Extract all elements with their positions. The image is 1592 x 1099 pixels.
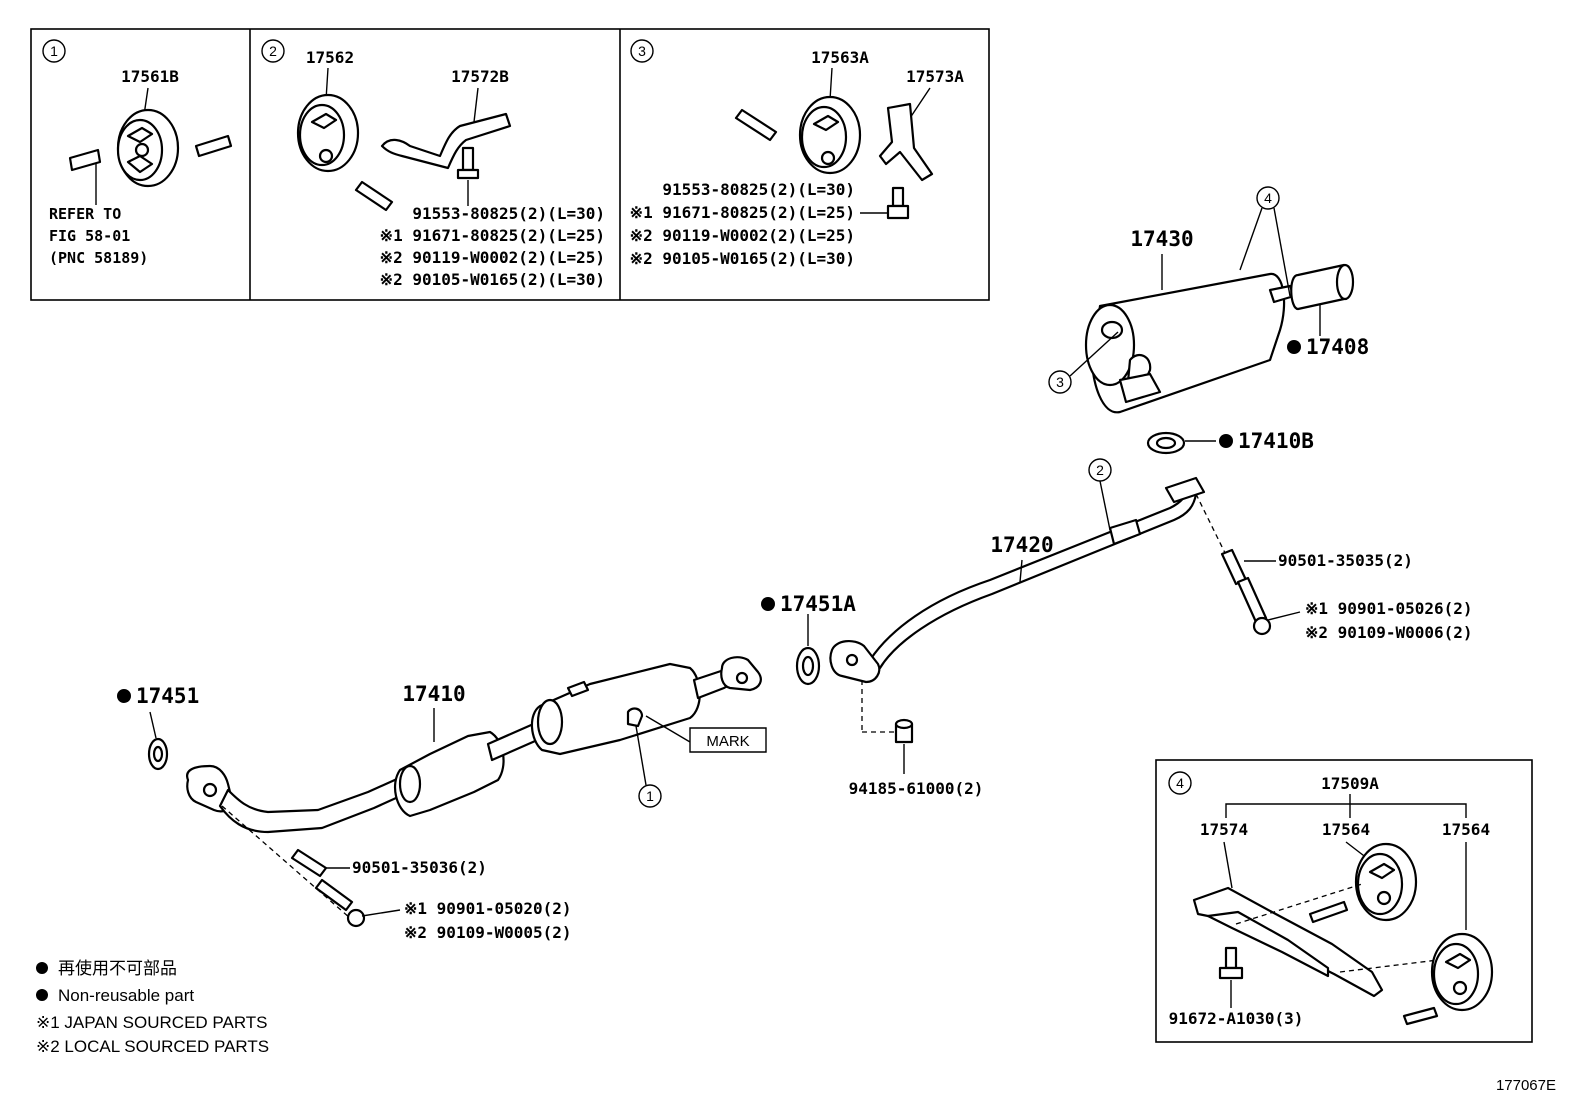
nut-94185-61000 (894, 718, 914, 744)
part-label-91672-a1030: 91672-A1030(3) (1169, 1009, 1304, 1028)
part-label-17408: 17408 (1306, 335, 1369, 359)
refer-line-1: REFER TO (49, 205, 121, 223)
hanger-rods (68, 134, 233, 172)
callout-3: 3 (1056, 374, 1064, 390)
rubber-hanger-17564-b (1430, 932, 1494, 1012)
bracket-17572b (380, 112, 512, 170)
figure-id: 177067E (1496, 1077, 1556, 1094)
part-label-90109-w0006: ※2 90109-W0006(2) (1305, 623, 1473, 642)
panel-3: 3 17563A 17573A 91553-80825(2)(L=30) ※1 … (630, 39, 964, 268)
part-label-90901-05020: ※1 90901-05020(2) (404, 899, 572, 918)
bolt-list-panel-3-line-2: ※1 91671-80825(2)(L=25) (630, 203, 855, 222)
part-label-17574: 17574 (1200, 820, 1248, 839)
legend-dot-jp (36, 962, 48, 974)
non-reusable-dot-17451a (761, 597, 775, 611)
panel-1-number: 1 (50, 43, 58, 59)
rubber-hanger-17562 (296, 93, 360, 173)
spring-90501-35035 (1220, 548, 1248, 586)
panel-4-number: 4 (1176, 775, 1184, 791)
gasket-17410b (1146, 431, 1186, 455)
hanger-rod-panel-3 (734, 108, 778, 142)
center-pipe-17420 (829, 476, 1206, 684)
part-label-17564-a: 17564 (1322, 820, 1370, 839)
hanger-rod-panel-2 (354, 180, 394, 212)
part-label-17420: 17420 (990, 533, 1053, 557)
bolt-list-panel-3-line-4: ※2 90105-W0165(2)(L=30) (630, 249, 855, 268)
panel-2-number: 2 (269, 43, 277, 59)
part-label-17564-b: 17564 (1442, 820, 1490, 839)
bolt-list-panel-2-line-3: ※2 90119-W0002(2)(L=25) (380, 248, 605, 267)
bolt-91672-a1030 (1218, 946, 1244, 980)
bolt-list-panel-2-line-1: 91553-80825(2)(L=30) (412, 204, 605, 223)
panel-1: 1 17561B REFER TO FIG 58-01 (PNC 58189) (42, 39, 233, 267)
mark-label: MARK (706, 733, 749, 750)
legend-japan-sourced: ※1 JAPAN SOURCED PARTS (36, 1013, 268, 1032)
legend: 再使用不可部品 Non-reusable part ※1 JAPAN SOURC… (36, 958, 269, 1056)
legend-non-reusable-jp: 再使用不可部品 (58, 958, 177, 978)
bolt-list-panel-3-line-3: ※2 90119-W0002(2)(L=25) (630, 226, 855, 245)
refer-line-2: FIG 58-01 (49, 227, 130, 245)
panel-4-frame (1155, 759, 1533, 1043)
bolt-90901-05020 (314, 878, 366, 928)
part-label-94185-61000: 94185-61000(2) (849, 779, 984, 798)
non-reusable-dot-17408 (1287, 340, 1301, 354)
bolt-panel-2 (456, 146, 480, 180)
part-label-17572b: 17572B (451, 67, 509, 86)
part-label-17561b: 17561B (121, 67, 179, 86)
refer-line-3: (PNC 58189) (49, 249, 148, 267)
callout-2: 2 (1096, 462, 1104, 478)
bolt-list-panel-2-line-2: ※1 91671-80825(2)(L=25) (380, 226, 605, 245)
rubber-hanger-17564-a (1354, 842, 1418, 922)
detail-box-frame (30, 28, 990, 301)
bracket-17573a (878, 102, 934, 182)
part-label-17573a: 17573A (906, 67, 964, 86)
legend-non-reusable-en: Non-reusable part (58, 986, 194, 1005)
detail-panels (30, 28, 990, 301)
part-label-90109-w0005: ※2 90109-W0005(2) (404, 923, 572, 942)
bolt-list-panel-2-line-4: ※2 90105-W0165(2)(L=30) (380, 270, 605, 289)
part-label-17410b: 17410B (1238, 429, 1314, 453)
part-label-17451a: 17451A (780, 592, 856, 616)
bracket-17574 (1192, 886, 1384, 998)
part-label-17410: 17410 (402, 682, 465, 706)
callout-4: 4 (1264, 190, 1272, 206)
panel-3-number: 3 (638, 43, 646, 59)
part-label-90501-35035: 90501-35035(2) (1278, 551, 1413, 570)
panel-2: 2 17562 17572B 91553-80825(2)(L=30) ※1 9… (261, 39, 605, 289)
bolt-list-panel-3-line-1: 91553-80825(2)(L=30) (662, 180, 855, 199)
legend-dot-en (36, 989, 48, 1001)
non-reusable-dot-17451 (117, 689, 131, 703)
muffler-17430 (1084, 272, 1296, 414)
panel-4: 4 17509A 17574 17564 17564 (1168, 771, 1494, 1028)
part-label-90901-05026: ※1 90901-05026(2) (1305, 599, 1473, 618)
bolt-panel-3 (886, 186, 910, 220)
bolt-90901-05026 (1236, 576, 1272, 636)
rubber-hanger-17561b (116, 108, 180, 188)
legend-local-sourced: ※2 LOCAL SOURCED PARTS (36, 1037, 269, 1056)
gasket-17451a (795, 646, 821, 686)
part-label-17563a: 17563A (811, 48, 869, 67)
part-label-17451: 17451 (136, 684, 199, 708)
part-label-90501-35036: 90501-35036(2) (352, 858, 487, 877)
callout-1: 1 (646, 788, 654, 804)
part-label-17430: 17430 (1130, 227, 1193, 251)
hanger-rod-panel-4-b (1402, 1006, 1439, 1026)
non-reusable-dot-17410b (1219, 434, 1233, 448)
front-pipe-17410 (186, 656, 762, 834)
rubber-hanger-17563a (798, 95, 862, 175)
part-label-17509a: 17509A (1321, 774, 1379, 793)
tail-tip-17408 (1290, 263, 1355, 311)
panel-1-circle (42, 39, 66, 63)
gasket-17451 (147, 737, 169, 771)
hanger-rod-panel-4-a (1308, 900, 1349, 924)
part-label-17562: 17562 (306, 48, 354, 67)
